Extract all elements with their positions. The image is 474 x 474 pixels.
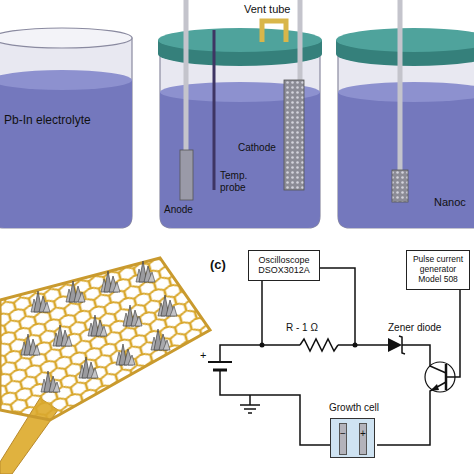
nanocrystal [158, 295, 177, 316]
wire [338, 344, 388, 346]
junction-dot [353, 343, 358, 348]
growth-cell: Growth cell [318, 402, 390, 458]
zener-diode-symbol [388, 338, 402, 352]
zener-diode-symbol [399, 336, 405, 354]
part-label: Nanoc [434, 196, 466, 209]
transistor-symbol [445, 364, 448, 390]
instrument-box: Oscilloscope DSOX3012A [248, 250, 320, 281]
box-text: Oscilloscope DSOX3012A [249, 255, 319, 276]
box-text: Pulse current generator Model 508 [407, 255, 469, 284]
beaker [158, 0, 322, 228]
nanocrystal [151, 329, 170, 350]
polarity-sign: + [200, 349, 206, 362]
resistor-symbol [300, 339, 338, 351]
nanocrystal [116, 344, 135, 365]
beaker [0, 28, 132, 228]
cell-body [330, 418, 375, 458]
instrument-box: Pulse current generator Model 508 [406, 250, 470, 290]
part-label: Temp. probe [220, 170, 256, 193]
wire [220, 345, 300, 362]
transistor-symbol [430, 384, 439, 391]
vent-tube [262, 21, 286, 42]
cell-heading: Growth cell [318, 402, 390, 414]
nanocrystal [53, 325, 72, 346]
nanocrystal [66, 281, 85, 302]
cathode-mesh [284, 80, 304, 190]
battery-symbol [213, 369, 227, 372]
probe-lead [261, 270, 263, 345]
probe-lead [316, 268, 355, 345]
anode-plate [180, 150, 193, 200]
nanocrystal [79, 357, 98, 378]
junction-dot [260, 343, 265, 348]
part-label: Vent tube [244, 3, 291, 16]
nanocrystal [101, 271, 120, 292]
ground-symbol [248, 412, 252, 414]
nanocrystal [136, 261, 155, 282]
battery-symbol [208, 361, 232, 363]
nanocrystal [31, 291, 50, 312]
nanocrystal-electrode [392, 170, 408, 202]
part-label: Anode [164, 204, 193, 216]
electrode-rod [398, 0, 403, 172]
nanocrystal [21, 334, 40, 355]
nanocrystal [88, 315, 107, 336]
part-label: Cathode [238, 142, 276, 154]
component-label: R - 1 Ω [286, 322, 318, 334]
anode-rod [184, 0, 189, 152]
panel-letter: (c) [210, 258, 226, 273]
nanocrystal [41, 371, 60, 392]
wire [220, 370, 330, 445]
nanocrystal [123, 305, 142, 326]
wire [402, 345, 446, 373]
ground-symbol [240, 404, 260, 406]
ground-symbol [249, 395, 251, 405]
electrolyte-label: Pb-In electrolyte [4, 114, 91, 128]
transistor-symbol [425, 362, 455, 392]
gate-lead [446, 280, 460, 377]
component-label: Zener diode [388, 322, 441, 334]
ground-symbol [244, 408, 256, 410]
cathode-rod [298, 0, 303, 82]
beaker [336, 0, 474, 228]
gold-mesh [0, 250, 215, 474]
polarity-sign: − [339, 428, 347, 440]
temperature-probe [213, 30, 216, 190]
polarity-sign: + [359, 428, 367, 440]
